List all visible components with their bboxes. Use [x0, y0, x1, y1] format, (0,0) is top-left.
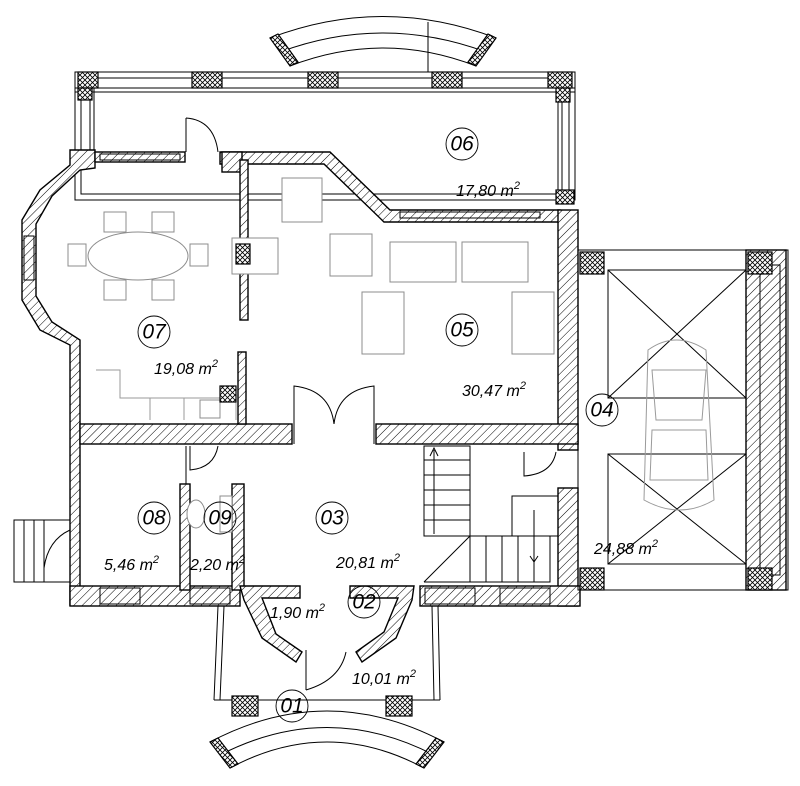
room-07-area: 19,08 m2 [154, 358, 218, 378]
kitchen-furniture [96, 369, 237, 420]
room-05-number: 05 [450, 319, 474, 342]
room-06-marker [445, 127, 479, 161]
room-08-marker [137, 501, 171, 535]
interior-walls [79, 151, 579, 591]
dining-furniture [67, 211, 209, 301]
room-02-area: 1,90 m2 [270, 602, 325, 622]
room-02-number: 02 [352, 591, 376, 614]
room-07-number: 07 [142, 321, 167, 344]
staircase [423, 445, 559, 583]
garage [577, 249, 789, 591]
room-05-area: 30,47 m2 [462, 380, 526, 400]
doors [185, 117, 557, 484]
windows [23, 153, 551, 605]
room-09-area: 2,20 m2 [189, 554, 245, 574]
room-04-number: 04 [590, 399, 613, 422]
room-06-area: 17,80 m2 [456, 180, 520, 200]
room-07-marker [137, 315, 171, 349]
room-06-number: 06 [450, 133, 474, 156]
living-furniture [231, 177, 555, 355]
room-01-marker [275, 689, 309, 723]
room-08-number: 08 [142, 507, 166, 530]
room-01-area: 10,01 m2 [352, 668, 416, 688]
top-balcony [269, 16, 497, 72]
terrace-outline [74, 71, 576, 205]
room-04-area: 24,88 m2 [593, 538, 658, 558]
room-05-marker [445, 313, 479, 347]
room-03-number: 03 [320, 507, 344, 530]
room-01-number: 01 [280, 695, 303, 718]
room-03-area: 20,81 m2 [335, 552, 400, 572]
porch [209, 605, 445, 769]
room-03-marker [315, 501, 349, 535]
room-08-area: 5,46 m2 [104, 554, 159, 574]
side-stairs [13, 519, 71, 583]
room-09-number: 09 [208, 507, 232, 530]
room-04-marker [585, 393, 619, 427]
room-02-marker [347, 585, 381, 619]
room-09-marker [203, 501, 237, 535]
vestibule-walls [239, 585, 415, 664]
room-labels: 01 10,01 m2 02 1,90 m2 03 20,81 m2 04 24,88 m2 0… [104, 127, 658, 723]
